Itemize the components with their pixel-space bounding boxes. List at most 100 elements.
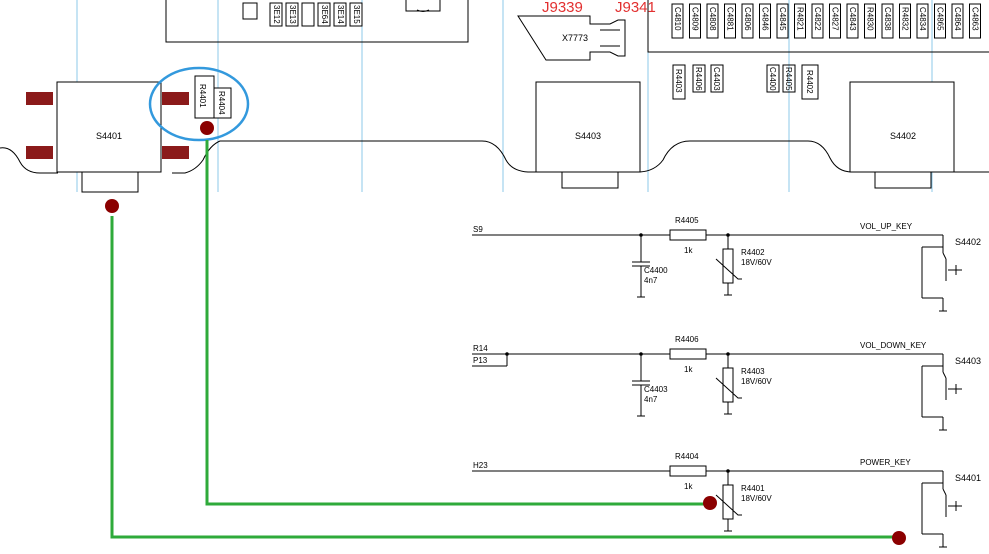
capacitor-label: C4400: [644, 266, 668, 275]
cap-row-part: [846, 3, 859, 39]
cap-row-label: C4838: [883, 7, 892, 31]
resistor-label: R4406: [675, 335, 699, 344]
net-label: POWER_KEY: [860, 458, 911, 467]
cap-row-label: C4822: [813, 7, 822, 31]
cap-row-label: C4865: [936, 7, 945, 31]
cap-row-part: [934, 3, 946, 39]
capacitor-label: C4403: [644, 385, 668, 394]
probe-dot: [892, 531, 906, 545]
cap-row-label: R4832: [901, 7, 910, 31]
varistor-label: R4403: [741, 367, 765, 376]
cap-row-label: C4843: [848, 7, 857, 31]
cap-row-label: C4863: [971, 7, 980, 31]
ic-label: 3E64: [320, 5, 329, 24]
cap-row-label: C4809: [691, 7, 700, 31]
net-input-label: R14: [473, 344, 488, 353]
part-label: C4400: [768, 67, 777, 91]
cap-row-part: [794, 3, 806, 39]
resistor-value: 1k: [684, 365, 693, 374]
cap-row-label: C4881: [726, 7, 735, 31]
trace-r4401: [205, 140, 710, 506]
ic-label: 3E14: [336, 5, 345, 24]
schematic: S9R44051kC44004n7R440218V/60VVOL_UP_KEYS…: [472, 216, 981, 548]
cap-row-part: [899, 3, 911, 39]
probe-dot: [200, 121, 214, 135]
schematic-row: S9R44051kC44004n7R440218V/60VVOL_UP_KEYS…: [472, 216, 981, 312]
red-label: J9341: [615, 0, 656, 16]
cap-row-part: [689, 3, 701, 39]
resistor-label: R4404: [675, 452, 699, 461]
cap-row-part: [706, 3, 719, 39]
resistor: [669, 465, 707, 477]
varistor-label: R4402: [741, 248, 765, 257]
highlighted-parts: R4401 R4404: [194, 75, 232, 119]
cap-row-part: [776, 3, 789, 39]
switch-ref: S4403: [955, 356, 981, 366]
varistor-value: 18V/60V: [741, 377, 772, 386]
cap-row-label: C4810: [673, 7, 682, 31]
part-label: R4403: [674, 69, 683, 93]
switch-ref: S4401: [955, 473, 981, 483]
resistor: [669, 229, 707, 241]
varistor-value: 18V/60V: [741, 494, 772, 503]
switch-label: S4401: [96, 131, 122, 141]
schematic-row: R14P13R44061kC44034n7R440318V/60VVOL_DOW…: [472, 335, 981, 431]
cap-row: C4810 C4809 C4808 C4881 C4806 C4846 C4845 R4821…: [647, 0, 989, 53]
switch-label: S4402: [890, 131, 916, 141]
cap-row-part: [881, 3, 894, 39]
part-label: R4402: [805, 70, 814, 94]
varistor-label: R4401: [741, 484, 765, 493]
ic-label: 3E13: [288, 5, 297, 24]
capacitor-value: 4n7: [644, 395, 658, 404]
cap-row-label: C4808: [708, 7, 717, 31]
net-label: VOL_UP_KEY: [860, 222, 913, 231]
cap-row-label: C4864: [953, 7, 962, 31]
connector-label: X7773: [562, 33, 588, 43]
switch-ref: S4402: [955, 237, 981, 247]
connector-x7773: X7773: [517, 15, 626, 61]
part-label: R4405: [784, 67, 793, 91]
ic-label: 3E15: [352, 5, 361, 24]
cap-row-part: [864, 3, 876, 39]
net-input-label: S9: [473, 225, 483, 234]
cap-row-label: R4830: [866, 7, 875, 31]
resistor-label: R4405: [675, 216, 699, 225]
red-label: J9339: [542, 0, 583, 16]
ic-label: 3E12: [272, 5, 281, 24]
green-traces: [110, 140, 899, 539]
trace-s4401: [110, 216, 899, 539]
cap-row-part: [916, 3, 929, 39]
cap-row-label: C4806: [743, 7, 752, 31]
cap-row-label: R4821: [796, 7, 805, 31]
varistor: [722, 367, 734, 403]
capacitor-value: 4n7: [644, 276, 658, 285]
switch-s4401: S4401: [26, 81, 189, 193]
ic-block: 3E12 3E13 3E64 3E14 3E15: [165, 0, 469, 43]
net-label: VOL_DOWN_KEY: [860, 341, 927, 350]
part-label: R4401: [198, 84, 207, 108]
resistor-value: 1k: [684, 482, 693, 491]
cap-row-part: [811, 3, 824, 39]
probe-dot: [105, 199, 119, 213]
net-input-label: H23: [473, 461, 488, 470]
part-label: R4406: [694, 67, 703, 91]
small-parts: R4403 R4406 C4403 C4400 R4405 R4402: [672, 64, 819, 100]
cap-row-label: C4845: [778, 7, 787, 31]
probe-dot: [703, 496, 717, 510]
switch-s4402: S4402: [849, 81, 955, 189]
varistor: [722, 484, 734, 520]
resistor-value: 1k: [684, 246, 693, 255]
part-label: C4403: [712, 67, 721, 91]
probe-dots: [105, 121, 906, 545]
cap-row-label: C4834: [918, 7, 927, 31]
cap-row-part: [724, 3, 736, 39]
switch-s4403: S4403: [535, 81, 641, 189]
cap-row-part: [951, 3, 964, 39]
part-label: R4404: [217, 91, 226, 115]
cap-row-label: C4846: [761, 7, 770, 31]
switch-label: S4403: [575, 131, 601, 141]
cap-row-part: [759, 3, 771, 39]
